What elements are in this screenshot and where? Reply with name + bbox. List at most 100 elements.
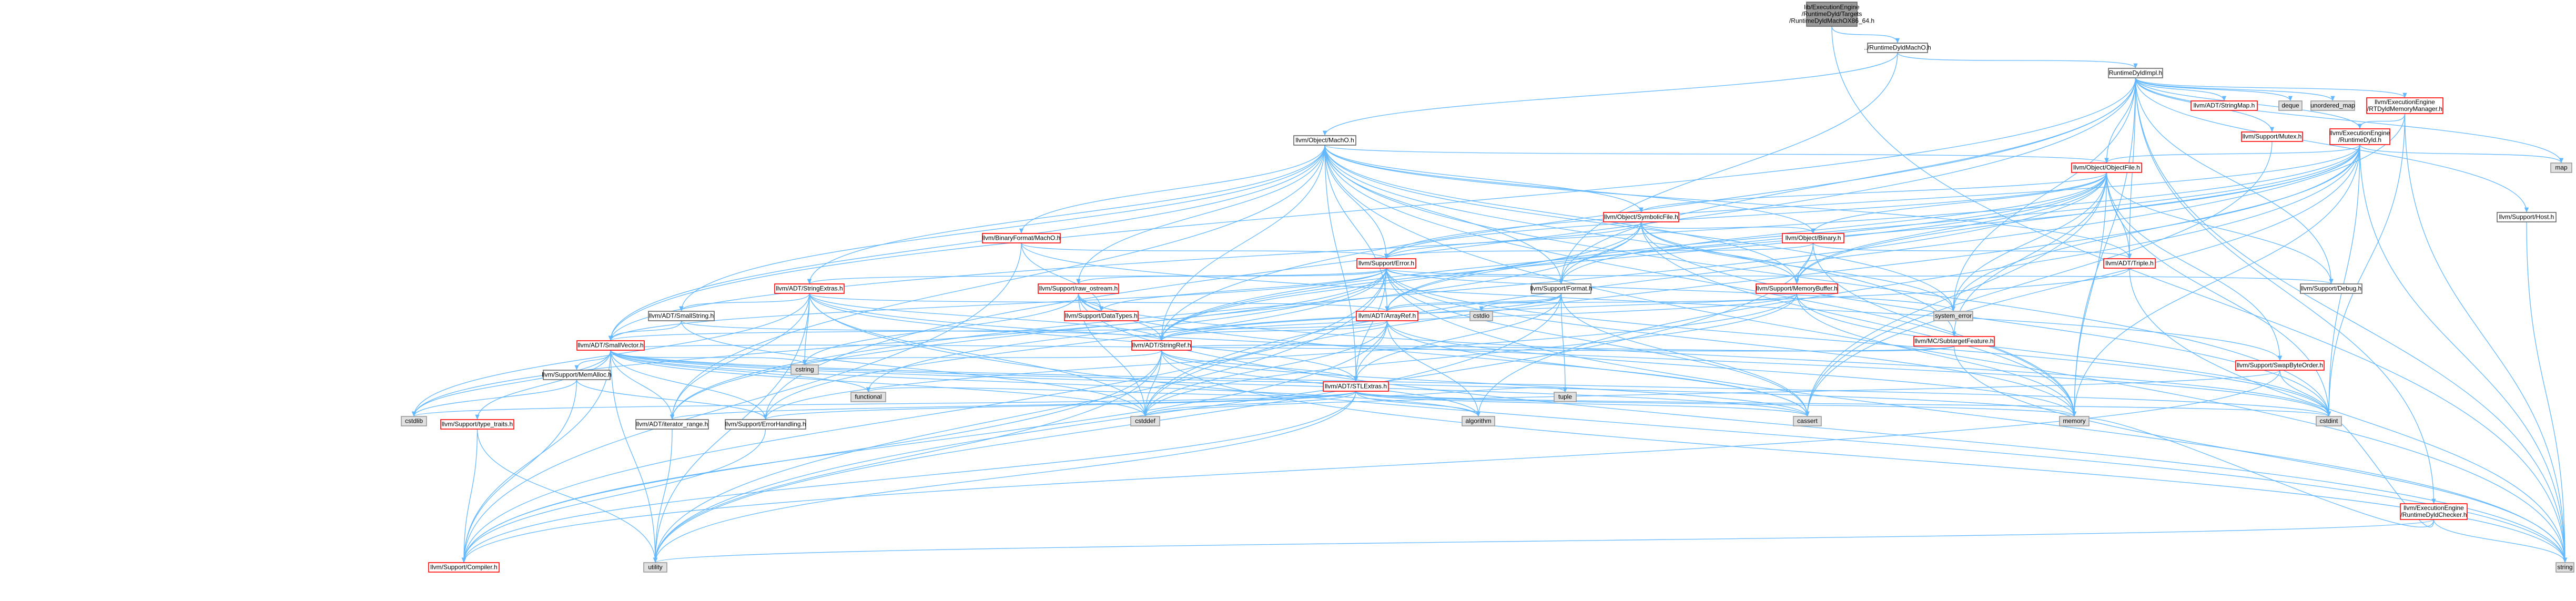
node-compiler[interactable]: llvm/Support/Compiler.h	[428, 562, 500, 573]
node-subtarget[interactable]: llvm/MC/SubtargetFeature.h	[1913, 336, 1995, 347]
edge-smallstr-to-stringref	[681, 320, 1164, 341]
node-triple[interactable]: llvm/ADT/Triple.h	[2103, 258, 2156, 269]
node-objmacho[interactable]: llvm/Object/MachO.h	[1293, 135, 1356, 146]
node-umap[interactable]: unordered_map	[2310, 100, 2355, 111]
nodes-layer: lib/ExecutionEngine/RuntimeDyld/Targets/…	[401, 2, 2574, 573]
node-host[interactable]: llvm/Support/Host.h	[2497, 212, 2557, 222]
node-label: map	[2555, 164, 2568, 171]
node-utility[interactable]: utility	[643, 562, 667, 573]
node-mutex[interactable]: llvm/Support/Mutex.h	[2241, 131, 2303, 142]
node-rdimpl[interactable]: RuntimeDyldImpl.h	[2108, 68, 2163, 78]
node-smallvec[interactable]: llvm/ADT/SmallVector.h	[576, 340, 645, 351]
node-binary[interactable]: llvm/Object/Binary.h	[1782, 233, 1844, 243]
node-box	[2300, 283, 2362, 294]
edge-stlextras-to-utility	[653, 391, 1356, 563]
edge-objfile-to-debug	[2106, 172, 2334, 284]
edge-smallvec-to-algorithm	[610, 350, 1480, 417]
node-smallstr[interactable]: llvm/ADT/SmallString.h	[648, 311, 715, 321]
edge-rtdyld-to-string	[2359, 144, 2568, 563]
edge-rdmacho-to-format	[1559, 52, 1898, 284]
node-cstdint[interactable]: cstdint	[2316, 416, 2342, 426]
node-box	[1356, 258, 1416, 269]
node-objfile[interactable]: llvm/Object/ObjectFile.h	[2071, 162, 2142, 173]
edge-rtdyld-to-map	[2359, 144, 2564, 164]
node-rtdyld[interactable]: llvm/ExecutionEngine/RuntimeDyld.h	[2329, 128, 2390, 145]
edge-objmacho-to-symfile	[1324, 145, 1644, 213]
node-typetraits[interactable]: llvm/Support/type_traits.h	[440, 419, 514, 430]
node-stlextras[interactable]: llvm/ADT/STLExtras.h	[1323, 381, 1389, 392]
node-symfile[interactable]: llvm/Object/SymbolicFile.h	[1603, 212, 1679, 222]
node-box	[1793, 416, 1822, 426]
node-cassert[interactable]: cassert	[1793, 416, 1822, 426]
node-label: llvm/Support/MemoryBuffer.h	[1756, 285, 1838, 292]
node-errhandling[interactable]: llvm/Support/ErrorHandling.h	[725, 419, 806, 430]
node-strextras[interactable]: llvm/ADT/StringExtras.h	[774, 283, 845, 294]
node-root[interactable]: lib/ExecutionEngine/RuntimeDyld/Targets/…	[1789, 2, 1874, 27]
node-arrayref[interactable]: llvm/ADT/ArrayRef.h	[1356, 311, 1418, 321]
node-map[interactable]: map	[2550, 162, 2572, 173]
node-iterrange[interactable]: llvm/ADT/iterator_range.h	[635, 419, 709, 430]
edge-objfile-to-symfile	[1639, 172, 2107, 213]
edge-error-to-compiler	[461, 268, 1387, 563]
edge-stringref-to-cstddef	[1143, 350, 1162, 417]
node-syserr[interactable]: system_error	[1933, 311, 1973, 321]
node-box	[2329, 128, 2390, 145]
edge-rtdyldmm-to-cstdint	[2326, 113, 2406, 417]
node-swap[interactable]: llvm/Support/SwapByteOrder.h	[2235, 360, 2325, 371]
node-box	[635, 419, 709, 430]
node-box	[982, 233, 1061, 243]
edge-objfile-to-subtarget	[1952, 172, 2107, 337]
edge-format-to-tuple	[1560, 293, 1568, 393]
edge-binary-to-error	[1384, 242, 1814, 259]
node-label: llvm/Object/SymbolicFile.h	[1604, 213, 1678, 221]
node-strmap[interactable]: llvm/ADT/StringMap.h	[2190, 100, 2258, 111]
node-binfmt[interactable]: llvm/BinaryFormat/MachO.h	[982, 233, 1061, 243]
node-label: llvm/Object/MachO.h	[1295, 137, 1354, 144]
node-rtdyldmm[interactable]: llvm/ExecutionEngine/RTDyldMemoryManager…	[2366, 97, 2443, 114]
node-memory[interactable]: memory	[2059, 416, 2090, 426]
node-stringref[interactable]: llvm/ADT/StringRef.h	[1131, 340, 1192, 351]
node-label: memory	[2063, 417, 2085, 425]
node-box	[1131, 340, 1192, 351]
edge-rdimpl-to-rdchecker	[2135, 77, 2436, 504]
edge-symfile-to-membuf	[1640, 221, 1799, 284]
node-format[interactable]: llvm/Support/Format.h	[1530, 283, 1593, 294]
node-membuf[interactable]: llvm/Support/MemoryBuffer.h	[1756, 283, 1838, 294]
edge-arrayref-to-stringref	[1159, 320, 1388, 341]
edge-binary-to-utility	[653, 242, 1814, 563]
edge-smallvec-to-functional	[610, 350, 871, 393]
node-memalloc[interactable]: llvm/Support/MemAlloc.h	[542, 370, 612, 380]
node-label: llvm/Support/Host.h	[2499, 213, 2554, 221]
edge-smallvec-to-errhandling	[610, 350, 768, 420]
node-rawos[interactable]: llvm/Support/raw_ostream.h	[1038, 283, 1119, 294]
edge-stringref-to-stlextras	[1161, 350, 1358, 382]
node-rdmacho[interactable]: ../RuntimeDyldMachO.h	[1864, 43, 1931, 53]
edge-objmacho-to-stringref	[1159, 145, 1325, 341]
node-error[interactable]: llvm/Support/Error.h	[1356, 258, 1416, 269]
node-cstring[interactable]: cstring	[790, 364, 819, 375]
node-datatypes[interactable]: llvm/Support/DataTypes.h	[1064, 311, 1139, 321]
node-debug[interactable]: llvm/Support/Debug.h	[2300, 283, 2362, 294]
node-label: functional	[855, 393, 881, 401]
node-cstddef[interactable]: cstddef	[1130, 416, 1160, 426]
node-rdchecker[interactable]: llvm/ExecutionEngine/RuntimeDyldChecker.…	[2400, 503, 2468, 520]
node-cstdio[interactable]: cstdio	[1469, 311, 1493, 321]
node-tuple[interactable]: tuple	[1554, 392, 1577, 402]
node-algorithm[interactable]: algorithm	[1462, 416, 1495, 426]
node-label: RuntimeDyldImpl.h	[2109, 69, 2162, 77]
node-deque[interactable]: deque	[2278, 100, 2303, 111]
edge-objmacho-to-iterrange	[670, 145, 1325, 420]
node-cstdlib[interactable]: cstdlib	[401, 416, 427, 426]
node-box	[2071, 162, 2142, 173]
node-label: tuple	[1558, 393, 1572, 401]
node-functional[interactable]: functional	[850, 392, 886, 402]
edge-error-to-memory	[1386, 268, 2077, 417]
node-label: cstddef	[1135, 417, 1155, 425]
edge-triple-to-stringref	[1159, 268, 2130, 341]
edge-memalloc-to-cstdlib	[411, 379, 577, 417]
node-label: llvm/Support/raw_ostream.h	[1039, 285, 1118, 292]
node-label: llvm/Support/Mutex.h	[2243, 133, 2302, 140]
node-string[interactable]: string	[2555, 562, 2574, 573]
node-label: deque	[2281, 102, 2299, 109]
